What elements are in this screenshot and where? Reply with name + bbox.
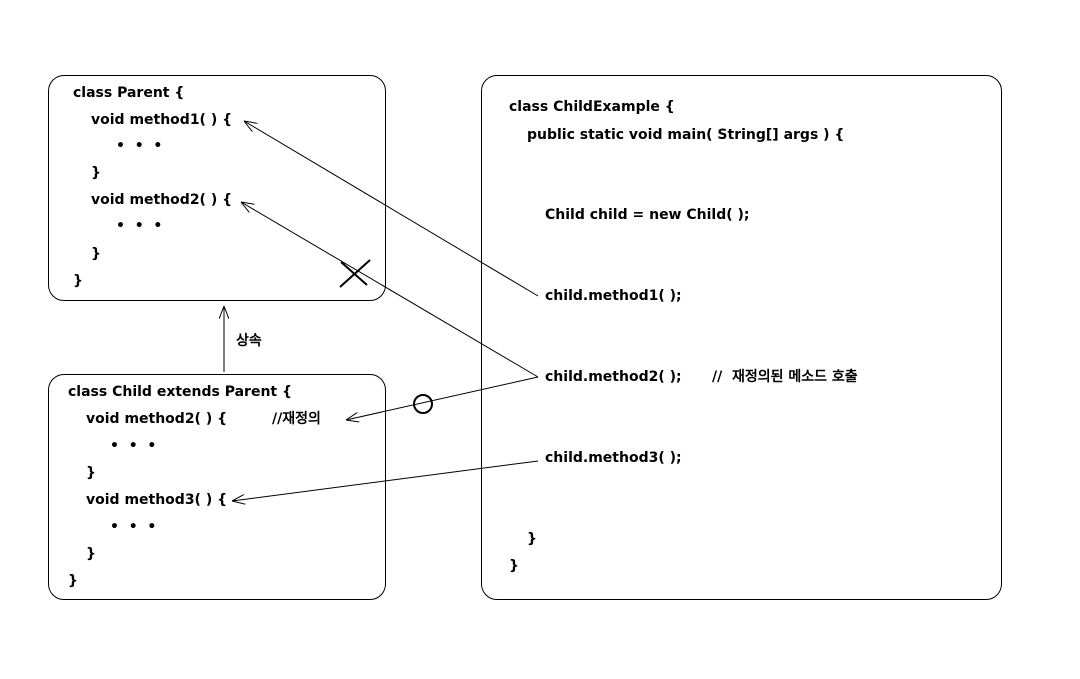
parent-method1-close: } xyxy=(91,165,101,181)
child-class-header: class Child extends Parent { xyxy=(68,384,292,400)
parent-class-box xyxy=(48,75,386,301)
allowed-o-mark xyxy=(413,394,433,414)
child-example-box xyxy=(481,75,1002,600)
call-comment: // 재정의된 메소드 호출 xyxy=(712,369,858,385)
child-method2-signature: void method2( ) { xyxy=(86,411,228,427)
child-class-box xyxy=(48,374,386,600)
main-method-close: } xyxy=(527,531,537,547)
method1-call-arrow xyxy=(244,121,539,297)
parent-method2-body: • • • xyxy=(116,218,163,234)
parent-method2-close: } xyxy=(91,246,101,262)
call-method2: child.method2( ); xyxy=(545,369,682,385)
method2-override-arrow xyxy=(346,376,539,420)
child-method3-body: • • • xyxy=(110,519,157,535)
parent-class-header: class Parent { xyxy=(73,85,185,101)
call-method1: child.method1( ); xyxy=(545,288,682,304)
child-class-close: } xyxy=(68,573,78,589)
parent-method1-signature: void method1( ) { xyxy=(91,112,233,128)
child-method3-close: } xyxy=(86,546,96,562)
main-method-signature: public static void main( String[] args )… xyxy=(527,127,845,143)
method2-parent-arrow xyxy=(241,202,539,378)
child-method2-close: } xyxy=(86,465,96,481)
method3-call-arrow xyxy=(232,460,539,501)
parent-class-close: } xyxy=(73,273,83,289)
child-method3-signature: void method3( ) { xyxy=(86,492,228,508)
blocked-x-mark xyxy=(339,259,371,288)
child-instantiation: Child child = new Child( ); xyxy=(545,207,750,223)
child-method2-body: • • • xyxy=(110,438,157,454)
parent-method1-body: • • • xyxy=(116,138,163,154)
inheritance-label: 상속 xyxy=(236,333,262,349)
parent-method2-signature: void method2( ) { xyxy=(91,192,233,208)
call-method3: child.method3( ); xyxy=(545,450,682,466)
example-class-close: } xyxy=(509,558,519,574)
example-class-header: class ChildExample { xyxy=(509,99,675,115)
override-comment: //재정의 xyxy=(272,411,321,427)
